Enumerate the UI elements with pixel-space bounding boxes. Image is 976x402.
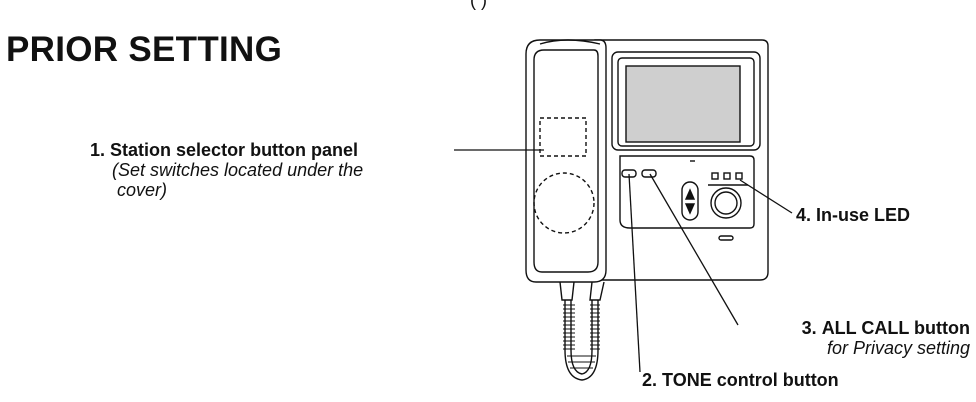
leader-line-2 xyxy=(628,173,641,373)
callout-all-call: 3. ALL CALL button for Privacy setting xyxy=(802,318,970,358)
selector-panel xyxy=(539,117,587,157)
led xyxy=(735,172,743,180)
callout-in-use-led: 4. In-use LED xyxy=(796,205,910,225)
led xyxy=(723,172,731,180)
callout-label: TONE control button xyxy=(662,370,839,390)
callout-number: 1. xyxy=(90,140,106,160)
header-fragment: ( ) xyxy=(470,0,487,10)
callout-note: for Privacy setting xyxy=(826,338,970,358)
callout-number: 2. xyxy=(642,370,658,390)
callout-label: In-use LED xyxy=(816,205,911,225)
callout-note: cover) xyxy=(112,180,168,200)
handset xyxy=(525,39,607,283)
leader-line-4 xyxy=(739,179,793,214)
page-title: PRIOR SETTING xyxy=(6,30,283,69)
callout-note: (Set switches located under the xyxy=(112,160,364,180)
leader-line-3 xyxy=(649,173,739,326)
callout-label: Station selector button panel xyxy=(110,140,359,160)
callout-label: ALL CALL button xyxy=(821,318,970,338)
rocker-button xyxy=(681,181,699,221)
mouthpiece xyxy=(533,172,595,234)
all-call-button xyxy=(641,169,657,178)
coiled-cord xyxy=(564,300,599,381)
unit-body xyxy=(594,39,769,281)
callout-number: 3. xyxy=(801,318,817,338)
talk-button xyxy=(710,187,742,219)
callout-tone-control: 2. TONE control button xyxy=(642,370,839,390)
monitor-screen xyxy=(625,65,741,143)
in-use-led xyxy=(711,172,719,180)
callout-number: 4. xyxy=(796,205,812,225)
callout-station-selector: 1. Station selector button panel (Set sw… xyxy=(90,140,363,200)
